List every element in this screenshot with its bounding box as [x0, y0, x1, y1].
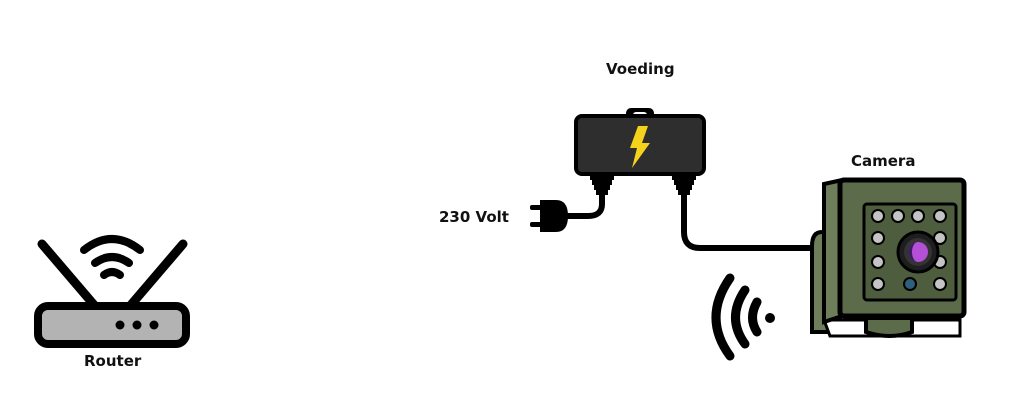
power-supply-icon	[574, 108, 706, 195]
power-supply-label: Voeding	[606, 60, 675, 78]
ir-led	[903, 277, 917, 291]
wifi-signal-icon	[711, 273, 775, 361]
mains-voltage-label: 230 Volt	[439, 208, 509, 226]
router-wifi-icon	[80, 235, 144, 279]
router-label: Router	[84, 352, 142, 370]
mains-cable	[563, 192, 605, 219]
camera-cable	[681, 195, 815, 251]
camera-icon	[810, 177, 967, 338]
lightning-bolt-icon	[630, 126, 650, 168]
router-icon	[34, 235, 190, 348]
camera-label: Camera	[851, 152, 916, 170]
power-plug-icon	[530, 200, 568, 232]
